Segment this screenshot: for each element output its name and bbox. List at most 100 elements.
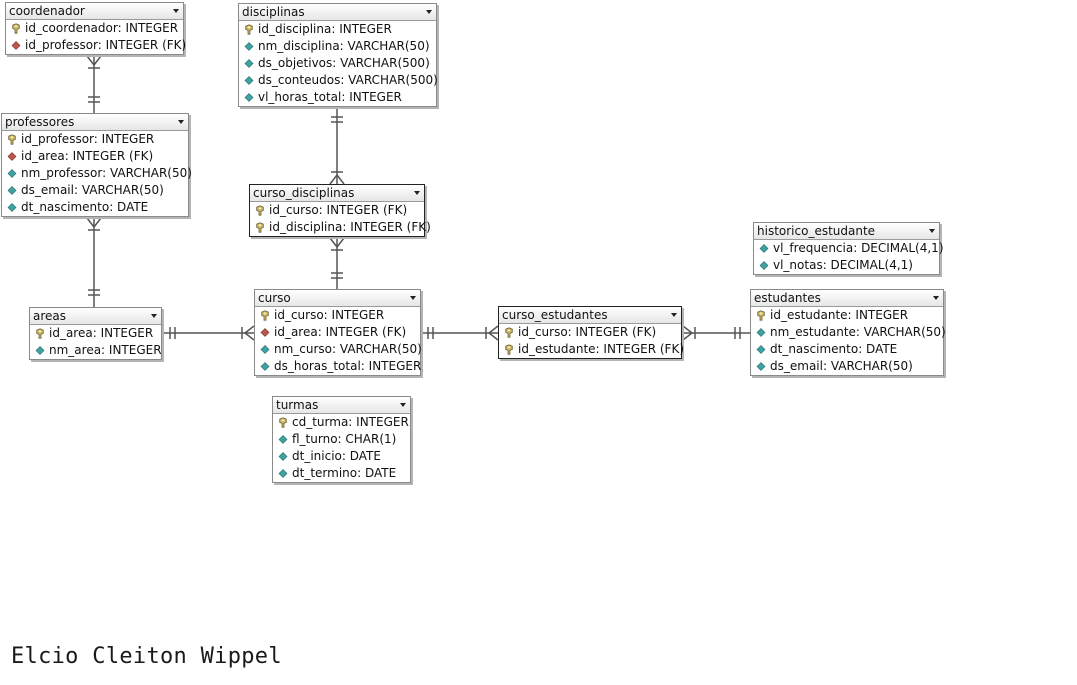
entity-header[interactable]: estudantes [751,290,943,307]
entity-header[interactable]: curso_estudantes [499,307,681,324]
many-marker [86,217,102,229]
entity-coordenador[interactable]: coordenador id_coordenador: INTEGER id_pro… [5,2,187,55]
entity-title: turmas [276,398,319,412]
entity-curso-estudantes[interactable]: curso_estudantes id_curso: INTEGER (FK) id… [498,306,685,359]
entity-professores[interactable]: professores id_professor: INTEGER id_area:… [1,113,192,217]
column-row[interactable]: vl_frequencia: DECIMAL(4,1) [754,240,944,257]
entity-title: estudantes [754,291,821,305]
chevron-down-icon[interactable] [671,313,677,317]
entity-turmas[interactable]: turmas cd_turma: INTEGER fl_turno: CHAR(1)… [272,396,411,483]
column-row[interactable]: id_professor: INTEGER [2,131,188,148]
column-label: nm_area: INTEGER [49,343,162,357]
column-label: nm_professor: VARCHAR(50) [21,166,192,180]
column-row[interactable]: ds_email: VARCHAR(50) [751,358,943,375]
column-row[interactable]: dt_nascimento: DATE [751,341,943,358]
entity-header[interactable]: curso_disciplinas [250,185,424,202]
column-label: id_professor: INTEGER (FK) [25,38,187,52]
column-label: id_disciplina: INTEGER [258,22,392,36]
entity-estudantes[interactable]: estudantes id_estudante: INTEGER nm_estuda… [750,289,946,376]
entity-header[interactable]: turmas [273,397,410,414]
column-label: dt_inicio: DATE [292,449,381,463]
column-row[interactable]: dt_inicio: DATE [273,448,410,465]
entity-header[interactable]: curso [255,290,420,307]
column-label: dt_nascimento: DATE [770,342,898,356]
column-label: nm_disciplina: VARCHAR(50) [258,39,430,53]
column-row[interactable]: id_coordenador: INTEGER [6,20,183,37]
column-row[interactable]: dt_termino: DATE [273,465,410,482]
many-marker [329,237,345,249]
column-row[interactable]: ds_objetivos: VARCHAR(500) [239,55,436,72]
column-row[interactable]: fl_turno: CHAR(1) [273,431,410,448]
column-row[interactable]: id_area: INTEGER (FK) [255,324,420,341]
column-row[interactable]: id_disciplina: INTEGER (FK) [250,219,431,236]
column-label: dt_nascimento: DATE [21,200,149,214]
column-row[interactable]: vl_horas_total: INTEGER [239,89,436,106]
entity-header[interactable]: historico_estudante [754,223,939,240]
column-row[interactable]: id_professor: INTEGER (FK) [6,37,187,54]
entity-title: curso_estudantes [502,308,608,322]
column-row[interactable]: id_estudante: INTEGER [751,307,943,324]
chevron-down-icon[interactable] [400,403,406,407]
entity-title: curso_disciplinas [253,186,355,200]
column-row[interactable]: ds_conteudos: VARCHAR(500) [239,72,438,89]
column-label: id_disciplina: INTEGER (FK) [269,220,431,234]
column-row[interactable]: id_curso: INTEGER (FK) [499,324,681,341]
column-row[interactable]: dt_nascimento: DATE [2,199,188,216]
column-row[interactable]: ds_horas_total: INTEGER [255,358,421,375]
column-row[interactable]: id_area: INTEGER (FK) [2,148,188,165]
column-row[interactable]: id_curso: INTEGER [255,307,420,324]
column-label: vl_horas_total: INTEGER [258,90,402,104]
column-row[interactable]: id_area: INTEGER [30,325,161,342]
column-row[interactable]: vl_notas: DECIMAL(4,1) [754,257,939,274]
column-label: ds_email: VARCHAR(50) [21,183,164,197]
entity-title: professores [5,115,75,129]
chevron-down-icon[interactable] [426,10,432,14]
entity-title: curso [258,291,291,305]
column-row[interactable]: id_disciplina: INTEGER [239,21,436,38]
entity-curso[interactable]: curso id_curso: INTEGER id_area: INTEGER (… [254,289,422,376]
column-label: vl_frequencia: DECIMAL(4,1) [773,241,944,255]
column-row[interactable]: id_estudante: INTEGER (FK) [499,341,685,358]
many-marker [243,325,255,341]
many-marker [682,325,694,341]
column-row[interactable]: nm_estudante: VARCHAR(50) [751,324,946,341]
chevron-down-icon[interactable] [178,120,184,124]
column-label: vl_notas: DECIMAL(4,1) [773,258,913,272]
column-label: id_professor: INTEGER [21,132,155,146]
column-row[interactable]: cd_turma: INTEGER [273,414,410,431]
column-label: ds_conteudos: VARCHAR(500) [258,73,438,87]
chevron-down-icon[interactable] [933,296,939,300]
chevron-down-icon[interactable] [414,191,420,195]
chevron-down-icon[interactable] [410,296,416,300]
chevron-down-icon[interactable] [151,314,157,318]
column-row[interactable]: nm_curso: VARCHAR(50) [255,341,422,358]
column-label: ds_email: VARCHAR(50) [770,359,913,373]
column-label: id_coordenador: INTEGER [25,21,179,35]
entity-header[interactable]: disciplinas [239,4,436,21]
column-label: dt_termino: DATE [292,466,397,480]
many-marker [329,173,345,185]
column-label: id_curso: INTEGER (FK) [518,325,657,339]
entity-title: coordenador [9,4,85,18]
column-label: id_estudante: INTEGER (FK) [518,342,685,356]
column-label: nm_curso: VARCHAR(50) [274,342,422,356]
chevron-down-icon[interactable] [173,9,179,13]
column-label: id_estudante: INTEGER [770,308,909,322]
chevron-down-icon[interactable] [929,229,935,233]
column-label: id_curso: INTEGER [274,308,385,322]
column-row[interactable]: nm_area: INTEGER [30,342,162,359]
column-row[interactable]: id_curso: INTEGER (FK) [250,202,424,219]
column-label: ds_objetivos: VARCHAR(500) [258,56,430,70]
entity-curso-disciplinas[interactable]: curso_disciplinas id_curso: INTEGER (FK)i… [249,184,431,237]
entity-header[interactable]: coordenador [6,3,183,20]
column-row[interactable]: nm_disciplina: VARCHAR(50) [239,38,436,55]
column-label: cd_turma: INTEGER [292,415,409,429]
entity-header[interactable]: professores [2,114,188,131]
entity-header[interactable]: areas [30,308,161,325]
column-row[interactable]: ds_email: VARCHAR(50) [2,182,188,199]
column-row[interactable]: nm_professor: VARCHAR(50) [2,165,192,182]
